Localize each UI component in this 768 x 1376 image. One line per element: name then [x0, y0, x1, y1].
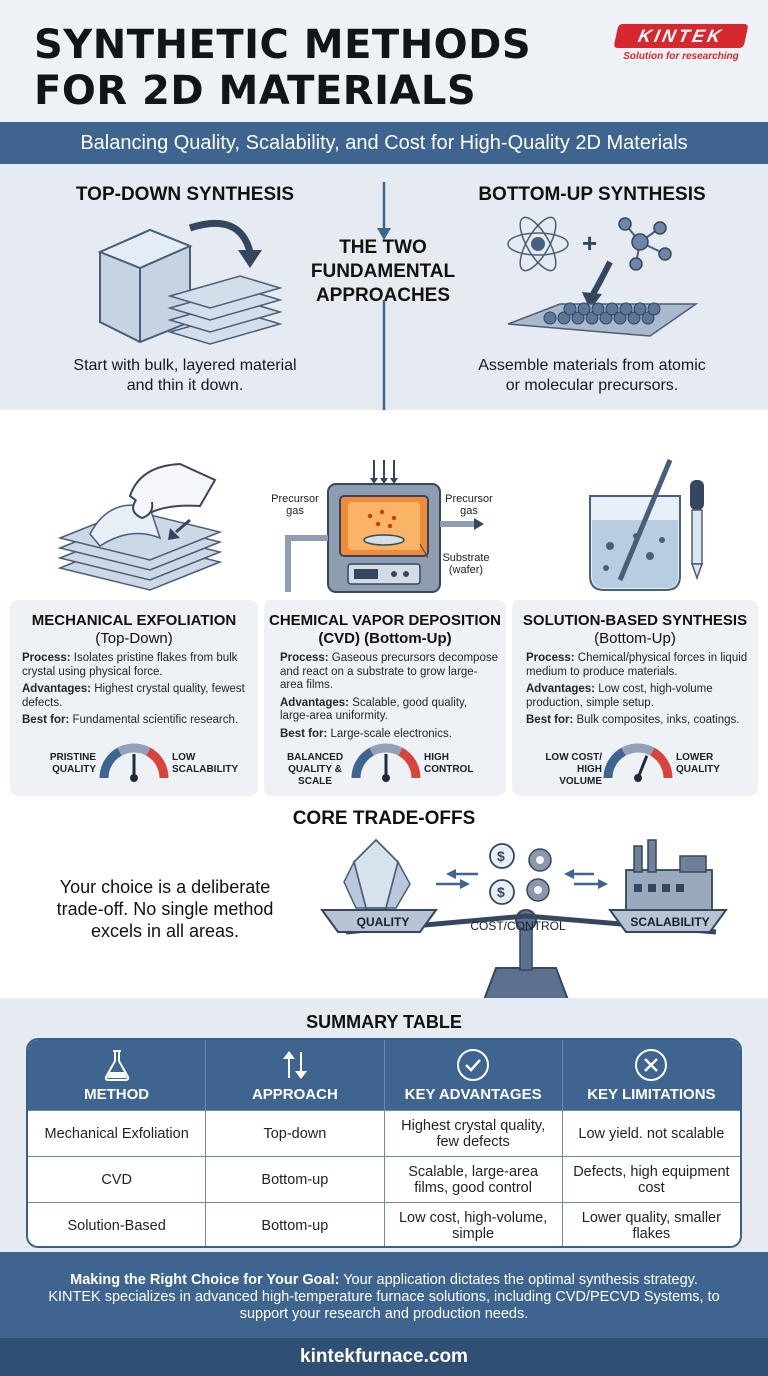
logo-wordmark: KINTEK — [613, 24, 749, 48]
table-row: CVD Bottom-up Scalable, large-area films… — [28, 1156, 740, 1202]
tradeoffs-text: Your choice is a deliberate trade-off. N… — [56, 877, 274, 941]
gauge-arc — [621, 743, 655, 756]
gauge-needle — [636, 755, 649, 779]
up-down-arrows-icon — [282, 1051, 307, 1079]
gauge-right-label: HIGH CONTROL — [424, 752, 474, 775]
quality-gauge-icon — [603, 743, 673, 782]
gauge-left-label: BALANCED QUALITY & SCALE — [286, 752, 344, 787]
quality-gauge-icon — [99, 743, 169, 782]
column-header: KEY ADVANTAGES — [385, 1040, 563, 1110]
svg-text:$: $ — [497, 884, 505, 900]
method-description: Process: Chemical/physical forces in liq… — [526, 652, 748, 726]
exfoliation-hand-icon — [57, 462, 223, 591]
page-title: SYNTHETIC METHODS FOR 2D MATERIALS — [34, 22, 532, 114]
gauge-left-label: LOW COST/ HIGH VOLUME — [545, 752, 602, 787]
gauge-arc — [351, 747, 374, 779]
flask-icon — [104, 1050, 129, 1081]
column-header: METHOD — [28, 1040, 207, 1110]
gauge-right-label: LOW SCALABILITY — [172, 752, 239, 775]
svg-text:+: + — [582, 228, 597, 258]
gauge-arc — [603, 747, 626, 779]
method-description: Process: Isolates pristine flakes from b… — [22, 652, 245, 726]
gauge-arc — [99, 747, 122, 779]
gauge-hub — [634, 774, 642, 782]
header — [0, 0, 768, 122]
footer-note: Making the Right Choice for Your Goal: Y… — [0, 1252, 768, 1338]
precursor-gas-left-label: Precursor gas — [271, 493, 319, 517]
gauge-arc — [650, 747, 673, 779]
method-title: MECHANICAL EXFOLIATION — [31, 612, 237, 629]
quality-label: QUALITY — [356, 915, 410, 929]
tradeoffs-title: CORE TRADE-OFFS — [292, 808, 476, 829]
method-subtitle: (Top-Down) — [95, 630, 173, 647]
gauge-arc — [369, 743, 403, 756]
bulk-crystal-icon — [97, 219, 283, 345]
svg-text:$: $ — [497, 848, 505, 864]
gauge-arc — [398, 747, 421, 779]
bottom-up-title: BOTTOM-UP SYNTHESIS — [478, 184, 706, 205]
gauge-arc — [117, 743, 151, 756]
gauge-hub — [382, 774, 390, 782]
bottom-up-description: Assemble materials from atomic or molecu… — [478, 357, 706, 394]
gauge-arc — [146, 747, 169, 779]
gauge-right-label: LOWER QUALITY — [676, 752, 720, 775]
table-row: Solution-Based Bottom-up Low cost, high-… — [28, 1202, 740, 1246]
atoms-assembly-icon: + — [507, 216, 699, 337]
method-title: SOLUTION-BASED SYNTHESIS — [522, 612, 748, 629]
precursor-gas-right-label: Precursor gas — [445, 493, 493, 517]
solution-based-card[interactable] — [512, 600, 758, 796]
summary-title: SUMMARY TABLE — [306, 1012, 462, 1032]
substrate-label: Substrate (wafer) — [442, 552, 490, 576]
column-header: APPROACH — [206, 1040, 385, 1110]
subtitle-banner: Balancing Quality, Scalability, and Cost… — [0, 122, 768, 164]
quality-gauge-icon — [351, 743, 421, 782]
x-circle-icon — [635, 1049, 668, 1081]
method-subtitle: (Bottom-Up) — [594, 630, 676, 647]
gauge-left-label: PRISTINE QUALITY — [49, 752, 96, 775]
summary-table: METHOD APPROACH KEY ADVANTAGES KEY LIMIT… — [26, 1038, 742, 1248]
method-title: CHEMICAL VAPOR DEPOSITION (CVD) (Bottom-… — [269, 612, 501, 647]
gauge-hub — [130, 774, 138, 782]
scalability-label: SCALABILITY — [630, 915, 710, 929]
check-circle-icon — [457, 1049, 490, 1081]
table-row: Mechanical Exfoliation Top-down Highest … — [28, 1110, 740, 1156]
cost-control-label: COST/CONTROL — [470, 919, 566, 933]
logo-tagline: Solution for researching — [623, 51, 739, 62]
kintek-logo[interactable]: KINTEK Solution for researching — [613, 24, 749, 62]
beaker-dropper-icon — [589, 459, 704, 591]
top-down-title: TOP-DOWN SYNTHESIS — [75, 184, 295, 205]
column-header: KEY LIMITATIONS — [563, 1040, 740, 1110]
method-description: Process: Gaseous precursors decompose an… — [280, 652, 498, 740]
center-title: THE TWO FUNDAMENTAL APPROACHES — [310, 237, 456, 306]
top-down-description: Start with bulk, layered material and th… — [73, 357, 297, 394]
table-header: METHOD APPROACH KEY ADVANTAGES KEY LIMIT… — [28, 1040, 740, 1110]
cvd-furnace-icon — [285, 460, 484, 593]
website-link[interactable]: kintekfurnace.com — [0, 1338, 768, 1376]
balance-scale-icon: $ $ — [320, 838, 728, 1000]
